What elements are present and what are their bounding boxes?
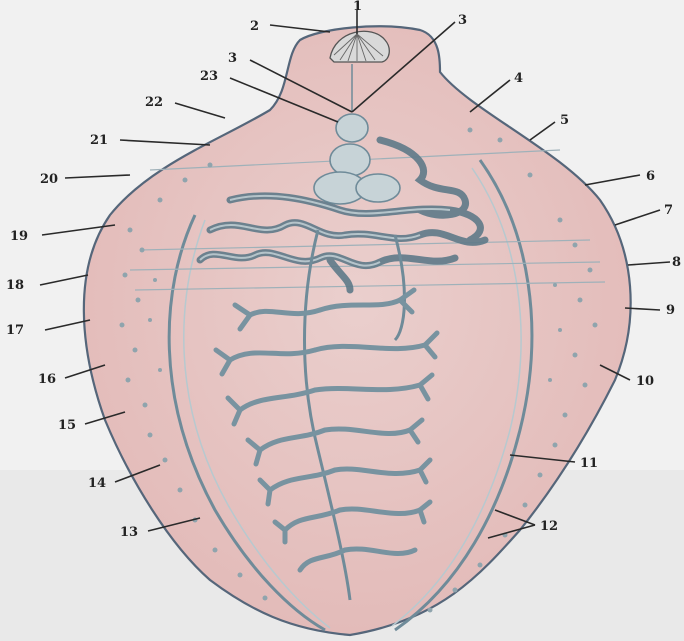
- callout-5: 5: [560, 113, 569, 128]
- callout-16: 16: [38, 372, 56, 387]
- callout-10: 10: [636, 374, 654, 389]
- callout-23: 23: [200, 69, 218, 84]
- callout-20: 20: [40, 172, 58, 187]
- callout-12: 12: [540, 519, 558, 534]
- callout-1: 1: [353, 0, 362, 14]
- callout-9: 9: [666, 303, 675, 318]
- callout-8: 8: [672, 255, 681, 270]
- callout-22: 22: [145, 95, 163, 110]
- callout-3-top: 3: [458, 13, 467, 28]
- callout-2: 2: [250, 19, 259, 34]
- callout-11: 11: [580, 456, 598, 471]
- callout-21: 21: [90, 133, 108, 148]
- callout-4: 4: [514, 71, 523, 86]
- callout-14: 14: [88, 476, 106, 491]
- callout-17: 17: [6, 323, 24, 338]
- callout-7: 7: [664, 203, 673, 218]
- callout-3-left: 3: [228, 51, 237, 66]
- callout-13: 13: [120, 525, 138, 540]
- callout-6: 6: [646, 169, 655, 184]
- callout-15: 15: [58, 418, 76, 433]
- callout-19: 19: [10, 229, 28, 244]
- callout-18: 18: [6, 278, 24, 293]
